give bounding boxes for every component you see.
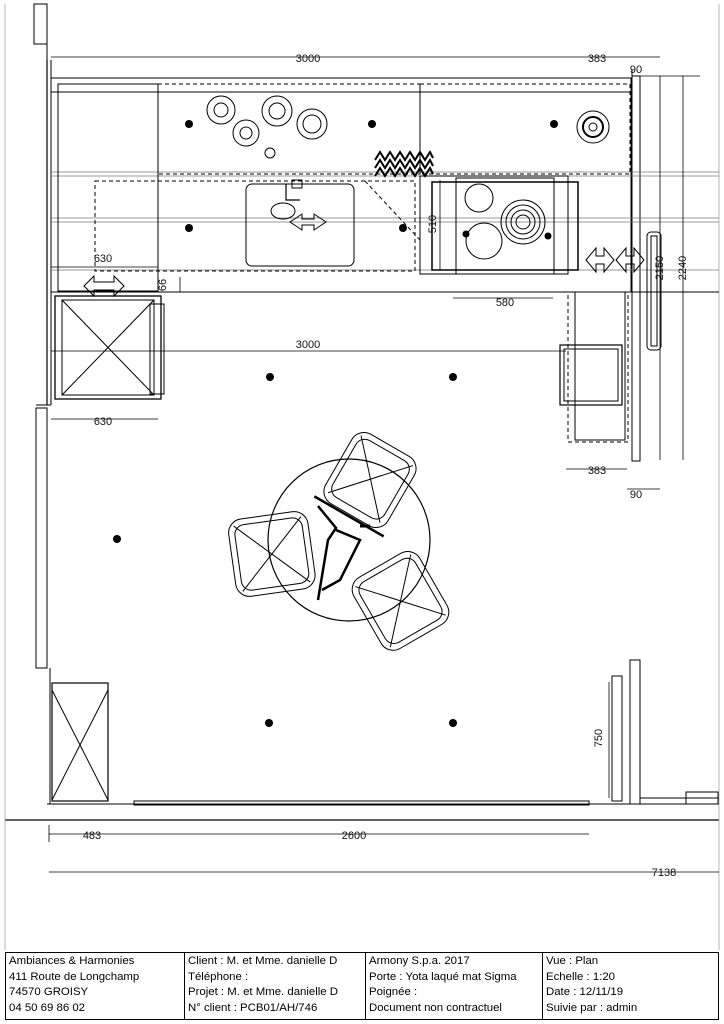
- company-name: Ambiances & Harmonies: [9, 955, 135, 967]
- dim-bottom-total: 7138: [652, 867, 676, 879]
- company-phone: 04 50 69 86 02: [9, 1001, 86, 1014]
- dim-bottom-left: 483: [83, 830, 101, 842]
- view-type: Vue : Plan: [546, 955, 599, 967]
- dim-bottom-mid: 2600: [342, 830, 366, 842]
- product-handle: Poignée :: [369, 986, 418, 999]
- view-date: Date : 12/11/19: [546, 986, 624, 999]
- dim-left-depth: 630: [94, 253, 112, 265]
- right-openings: [83, 231, 662, 351]
- company-city: 74570 GROISY: [9, 986, 89, 999]
- client-telephone: Téléphone :: [188, 970, 249, 983]
- dim-kick-gap: 66: [157, 279, 169, 291]
- client-project: Projet : M. et Mme. danielle D: [188, 986, 339, 999]
- dim-right-height-outer: 2240: [677, 256, 689, 280]
- dimension-labels: 3000 383 90 630 66 510 580 3000 630 2150…: [83, 53, 689, 879]
- view-scale: Echelle : 1:20: [546, 970, 616, 983]
- dim-top-right-small: 90: [630, 64, 642, 76]
- product-door: Porte : Yota laqué mat Sigma: [369, 970, 517, 983]
- dim-right-bottom-offset: 383: [588, 465, 606, 477]
- dim-top-right-offset: 383: [588, 53, 606, 65]
- view-info: Vue : Plan Echelle : 1:20 Date : 12/11/1…: [543, 953, 718, 1019]
- kitchen-floor-plan: 3000 383 90 630 66 510 580 3000 630 2150…: [4, 3, 720, 950]
- appliances: [51, 295, 165, 802]
- title-block: Ambiances & Harmonies 411 Route de Longc…: [5, 952, 719, 1020]
- cabinet-run: [50, 77, 719, 443]
- sink: [245, 179, 355, 267]
- ceiling-spots: [113, 120, 558, 727]
- dim-right-bottom-small: 90: [630, 489, 642, 501]
- dim-room-mid-width: 3000: [296, 339, 320, 351]
- client-number: N° client : PCB01/AH/746: [188, 1001, 318, 1014]
- client-name: Client : M. et Mme. danielle D: [188, 955, 338, 967]
- client-info: Client : M. et Mme. danielle D Téléphone…: [185, 953, 366, 1019]
- dim-hob-width: 580: [496, 297, 514, 309]
- company-address: 411 Route de Longchamp: [9, 970, 140, 983]
- worktop-items: [206, 95, 610, 178]
- product-brand: Armony S.p.a. 2017: [369, 955, 470, 967]
- dimension-lines: [48, 56, 719, 873]
- room-walls: [4, 3, 720, 950]
- dining-table: [228, 431, 450, 651]
- dim-hob-depth: 510: [427, 215, 439, 233]
- product-document: Document non contractuel: [369, 1001, 502, 1014]
- dim-top-width: 3000: [296, 53, 320, 65]
- hob: [419, 175, 579, 275]
- product-info: Armony S.p.a. 2017 Porte : Yota laqué ma…: [366, 953, 543, 1019]
- company-info: Ambiances & Harmonies 411 Route de Longc…: [6, 953, 185, 1019]
- dim-right-height-inner: 2150: [654, 256, 666, 280]
- view-author: Suivie par : admin: [546, 1001, 638, 1014]
- dim-tall-unit-width: 630: [94, 416, 112, 428]
- dim-door-height: 750: [593, 729, 605, 747]
